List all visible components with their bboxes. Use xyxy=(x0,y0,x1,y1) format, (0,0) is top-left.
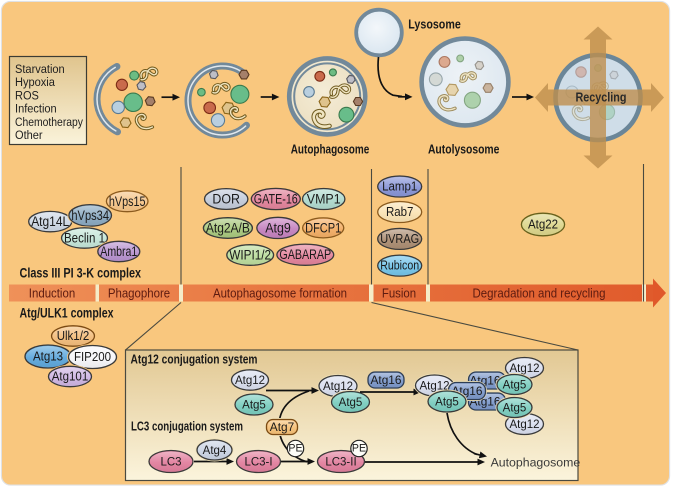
svg-text:Atg12 conjugation system: Atg12 conjugation system xyxy=(131,353,258,367)
svg-text:Atg5: Atg5 xyxy=(339,395,363,409)
svg-text:VMP1: VMP1 xyxy=(307,192,341,207)
svg-text:Phagophore: Phagophore xyxy=(108,285,170,300)
svg-text:Autophagosome: Autophagosome xyxy=(491,455,581,469)
svg-text:Degradation and recycling: Degradation and recycling xyxy=(473,285,606,300)
svg-text:Rab7: Rab7 xyxy=(386,205,414,219)
svg-text:UVRAG: UVRAG xyxy=(380,232,419,246)
svg-text:Lysosome: Lysosome xyxy=(408,17,461,32)
svg-text:Atg12: Atg12 xyxy=(419,379,449,393)
svg-text:Atg12: Atg12 xyxy=(509,361,539,375)
svg-text:Atg/ULK1 complex: Atg/ULK1 complex xyxy=(20,306,114,321)
svg-text:Atg2A/B: Atg2A/B xyxy=(206,221,250,236)
svg-text:PE: PE xyxy=(352,443,366,455)
svg-text:Autolysosome: Autolysosome xyxy=(428,142,500,157)
svg-text:PE: PE xyxy=(288,443,302,455)
svg-text:LC3 conjugation system: LC3 conjugation system xyxy=(131,420,243,434)
svg-text:GABARAP: GABARAP xyxy=(279,247,331,262)
svg-text:Atg16: Atg16 xyxy=(371,373,402,387)
svg-text:Class III PI 3-K complex: Class III PI 3-K complex xyxy=(20,265,142,280)
svg-text:FIP200: FIP200 xyxy=(74,350,111,364)
svg-text:Ambra1: Ambra1 xyxy=(100,244,137,259)
svg-text:Atg12: Atg12 xyxy=(235,373,265,387)
svg-text:Other: Other xyxy=(15,128,43,142)
svg-text:Beclin 1: Beclin 1 xyxy=(64,231,105,246)
svg-text:Atg101: Atg101 xyxy=(52,370,89,384)
svg-text:Atg4: Atg4 xyxy=(203,443,227,457)
svg-text:Ulk1/2: Ulk1/2 xyxy=(57,329,90,343)
svg-text:Atg5: Atg5 xyxy=(503,378,527,392)
svg-text:DOR: DOR xyxy=(212,192,240,207)
svg-text:Atg12: Atg12 xyxy=(323,379,353,393)
svg-text:Starvation: Starvation xyxy=(15,62,65,76)
svg-text:Hypoxia: Hypoxia xyxy=(15,75,55,89)
svg-text:Autophagosome: Autophagosome xyxy=(291,142,370,157)
svg-text:Infection: Infection xyxy=(15,102,57,116)
svg-text:Atg13: Atg13 xyxy=(33,350,63,364)
svg-text:Atg5: Atg5 xyxy=(503,401,527,415)
svg-text:LC3-I: LC3-I xyxy=(244,455,272,469)
svg-text:Atg12: Atg12 xyxy=(509,417,539,431)
svg-text:Recycling: Recycling xyxy=(576,90,627,105)
svg-text:Chemotherapy: Chemotherapy xyxy=(15,115,84,129)
svg-text:hVps34: hVps34 xyxy=(71,208,109,223)
svg-text:Atg5: Atg5 xyxy=(435,395,459,409)
svg-text:Atg9: Atg9 xyxy=(265,220,291,235)
svg-text:Fusion: Fusion xyxy=(382,285,416,300)
svg-text:Atg14L: Atg14L xyxy=(31,214,69,229)
svg-text:LC3-II: LC3-II xyxy=(325,455,356,469)
svg-text:Atg5: Atg5 xyxy=(242,398,266,412)
svg-text:ROS: ROS xyxy=(15,88,39,102)
svg-text:GATE-16: GATE-16 xyxy=(254,192,298,207)
svg-text:Atg7: Atg7 xyxy=(270,420,295,434)
svg-text:DFCP1: DFCP1 xyxy=(305,220,341,235)
svg-text:Autophagosome formation: Autophagosome formation xyxy=(213,285,347,300)
svg-text:Atg22: Atg22 xyxy=(528,218,558,232)
svg-text:Rubicon: Rubicon xyxy=(380,259,419,273)
svg-text:Lamp1: Lamp1 xyxy=(382,180,417,194)
svg-text:LC3: LC3 xyxy=(160,455,181,469)
svg-text:hVps15: hVps15 xyxy=(109,194,146,209)
svg-text:WIPI1/2: WIPI1/2 xyxy=(229,248,271,263)
svg-text:Induction: Induction xyxy=(29,285,75,300)
